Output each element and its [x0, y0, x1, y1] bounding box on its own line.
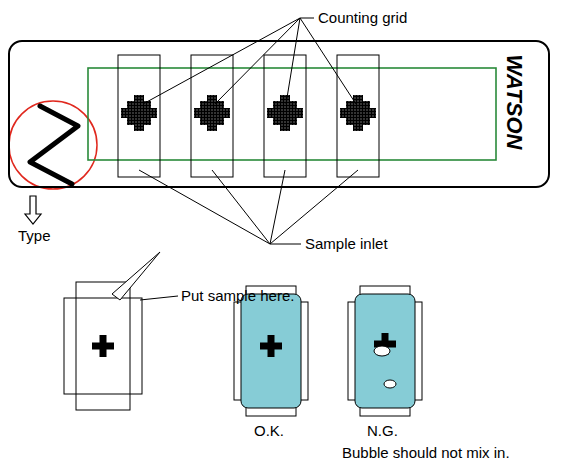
type-circle	[9, 101, 97, 189]
counting-area	[88, 68, 496, 160]
ng-chamber	[348, 286, 422, 416]
instruction-note: Put sample here.	[181, 288, 294, 305]
bubble	[384, 380, 396, 388]
status-label: O.K.	[254, 423, 284, 440]
chamber-detail	[64, 252, 178, 410]
callout-label: Sample inlet	[305, 236, 388, 253]
status-label: N.G.	[367, 423, 398, 440]
bubble	[374, 346, 390, 356]
callout-label: Counting grid	[318, 10, 407, 27]
ok-chamber	[234, 286, 308, 416]
brand-name: WATSON	[501, 55, 527, 150]
type-zigzag	[30, 106, 78, 184]
slide-body: WATSON	[8, 40, 550, 188]
instruction-note: Bubble should not mix in.	[342, 445, 510, 462]
chambers	[118, 55, 379, 177]
leader-lines	[139, 18, 358, 244]
down-arrow	[25, 196, 41, 224]
type-label: Type	[18, 228, 51, 245]
